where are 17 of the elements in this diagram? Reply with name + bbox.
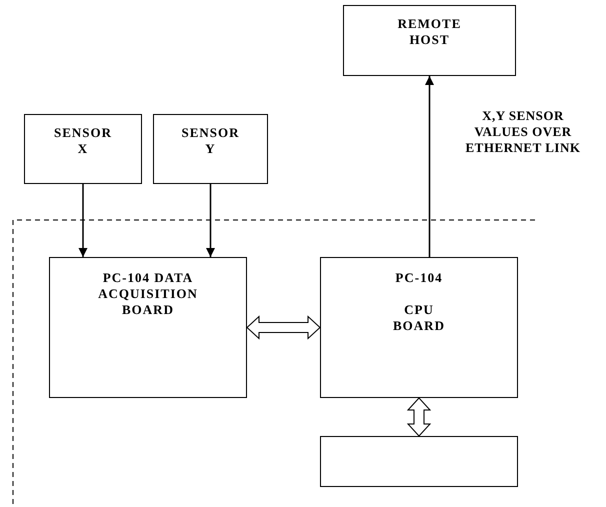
- double-block-arrow: [406, 397, 432, 437]
- component-box: [343, 5, 516, 76]
- arrow: [425, 76, 434, 257]
- component-label: PC-104 DATA ACQUISITION BOARD: [97, 270, 199, 318]
- arrow: [206, 184, 215, 257]
- component-label: SENSOR X: [52, 125, 114, 157]
- component-label: PC-104: [394, 270, 444, 286]
- component-box: [153, 114, 268, 184]
- component-box: [49, 257, 247, 398]
- empty-box: [320, 436, 518, 487]
- component-label: SENSOR Y: [180, 125, 241, 157]
- component-label: REMOTE HOST: [396, 16, 462, 48]
- component-box: [320, 257, 518, 398]
- double-block-arrow: [246, 315, 321, 340]
- component-box: [24, 114, 142, 184]
- component-label: CPU BOARD: [392, 302, 446, 334]
- arrow: [78, 184, 88, 257]
